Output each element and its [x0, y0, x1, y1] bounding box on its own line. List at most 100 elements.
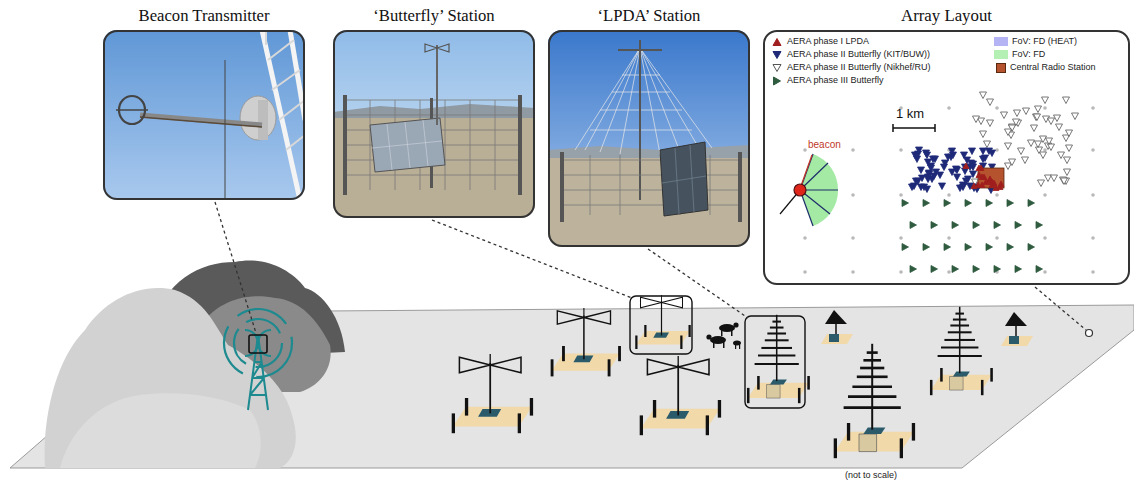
station-marker — [1013, 119, 1020, 126]
grid-dot — [1091, 193, 1095, 197]
station-marker — [1048, 144, 1055, 151]
station-marker — [986, 244, 993, 251]
legend-item: AERA phase III Butterfly — [772, 75, 884, 86]
station-marker — [980, 92, 987, 99]
scale-label: 1 km — [896, 106, 924, 121]
legend-item: FoV: FD — [994, 49, 1045, 60]
station-marker — [1051, 175, 1058, 182]
station-marker — [1072, 113, 1079, 120]
array-map — [763, 30, 1130, 285]
station-marker — [939, 183, 946, 190]
station-marker — [923, 200, 930, 207]
station-marker — [1036, 266, 1043, 273]
panel-title: Beacon Transmitter — [103, 5, 305, 27]
station-marker — [987, 120, 994, 127]
station-marker — [1022, 157, 1029, 164]
panel-title: ‘LPDA’ Station — [548, 5, 750, 27]
station-marker — [1007, 200, 1014, 207]
station-marker — [916, 147, 923, 154]
grid-dot — [899, 270, 903, 274]
photo-panel: Beacon Transmitter — [103, 0, 305, 200]
station-marker — [986, 200, 993, 207]
legend-text: AERA phase I LPDA — [787, 36, 869, 47]
station-marker — [931, 173, 938, 180]
grid-dot — [995, 193, 999, 197]
station-marker — [1040, 152, 1047, 159]
station-marker — [973, 266, 980, 273]
station-marker — [961, 152, 968, 159]
grid-dot — [947, 270, 951, 274]
station-marker — [1036, 222, 1043, 229]
station-marker — [1064, 169, 1071, 176]
station-marker — [1038, 180, 1045, 187]
leader-end — [1086, 330, 1093, 337]
station-marker — [1035, 141, 1042, 148]
photo-panel: ‘LPDA’ Station — [548, 0, 750, 247]
highlight-frame — [630, 296, 692, 354]
station-marker — [970, 171, 977, 178]
station-marker — [1035, 106, 1042, 113]
station-marker — [976, 165, 982, 171]
legend-text: Central Radio Station — [1010, 62, 1096, 73]
grid-dot — [803, 148, 807, 152]
legend-text: FoV: FD — [1012, 49, 1045, 60]
station-marker — [1028, 140, 1035, 147]
grid-dot — [1043, 148, 1047, 152]
station-marker — [932, 156, 939, 163]
station-marker — [1060, 177, 1067, 184]
station-marker — [980, 131, 987, 138]
grid-dot — [1043, 106, 1047, 110]
station-marker — [957, 185, 964, 192]
station-marker — [1001, 112, 1008, 119]
photo-panel: ‘Butterfly’ Station — [333, 0, 535, 218]
station-marker — [984, 141, 991, 148]
station-marker — [965, 244, 972, 251]
station-marker — [1033, 114, 1040, 121]
station-marker — [1009, 159, 1016, 166]
station-marker — [944, 200, 951, 207]
station-marker — [994, 266, 1001, 273]
station-marker — [1023, 108, 1030, 115]
station-marker — [915, 178, 922, 185]
legend-marker — [772, 50, 782, 60]
station-marker — [1063, 97, 1070, 104]
grid-dot — [947, 106, 951, 110]
beacon-photo — [103, 30, 305, 200]
station-marker — [1061, 178, 1068, 185]
grid-dot — [851, 270, 855, 274]
station-marker — [1014, 110, 1021, 117]
legend-text: FoV: FD (HEAT) — [1012, 36, 1077, 47]
station-marker — [945, 154, 952, 161]
highlight-frame — [745, 316, 805, 408]
legend-swatch — [994, 37, 1008, 46]
station-marker — [1034, 114, 1041, 121]
station-marker — [1058, 152, 1065, 159]
grid-dot — [1043, 193, 1047, 197]
station-marker — [923, 244, 930, 251]
station-marker — [1005, 129, 1012, 136]
grid-dot — [803, 270, 807, 274]
panel-frame — [333, 30, 535, 218]
station-marker — [950, 152, 957, 159]
station-marker — [952, 222, 959, 229]
station-marker — [923, 150, 930, 157]
station-marker — [1042, 97, 1049, 104]
station-marker — [954, 174, 961, 181]
station-marker — [1056, 124, 1063, 131]
grid-dot — [1091, 236, 1095, 240]
station-marker — [954, 167, 961, 174]
beacon-label: beacon — [808, 139, 841, 150]
legend-marker — [772, 63, 782, 73]
station-marker — [980, 148, 987, 155]
station-marker — [942, 160, 949, 167]
station-marker — [978, 118, 985, 125]
station-marker — [1007, 244, 1014, 251]
station-marker — [1005, 163, 1012, 170]
legend-item: Central Radio Station — [994, 62, 1096, 73]
station-marker — [1048, 118, 1055, 125]
legend-item: AERA phase II Butterfly (KIT/BUW)) — [772, 49, 930, 60]
station-marker — [997, 184, 1003, 190]
legend-shape — [773, 38, 781, 45]
station-marker — [962, 164, 969, 171]
grid-dot — [851, 193, 855, 197]
